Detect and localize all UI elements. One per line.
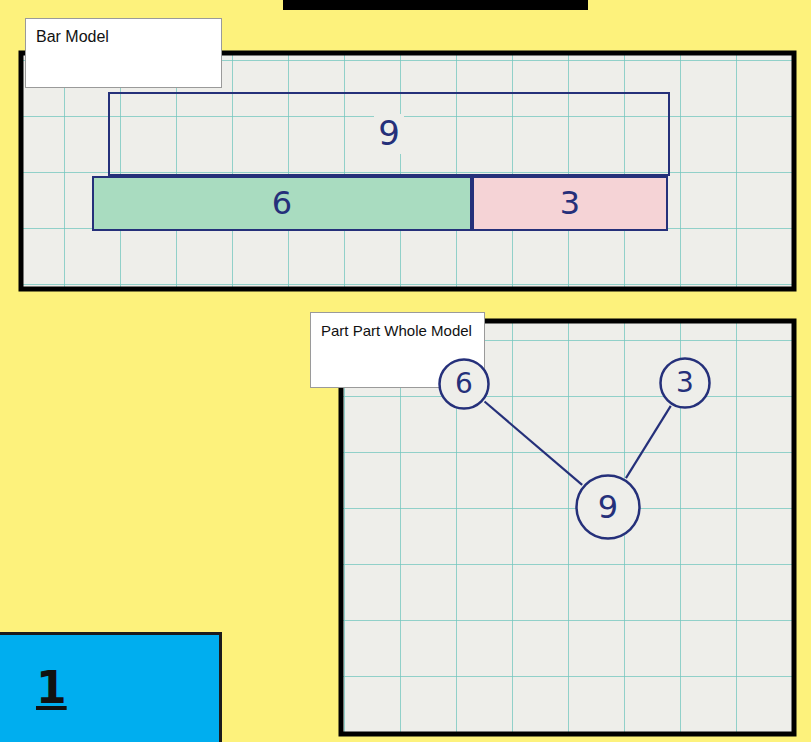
page-number-tab: 1 bbox=[0, 632, 222, 742]
number-value: 6 bbox=[455, 368, 473, 400]
part-whole-link bbox=[626, 406, 671, 478]
page-number: 1 bbox=[36, 663, 67, 714]
number-value: 9 bbox=[374, 114, 404, 153]
part-circle: 9 bbox=[575, 474, 641, 540]
number-value: 6 bbox=[272, 185, 292, 222]
part-circle: 6 bbox=[438, 358, 490, 410]
number-value: 3 bbox=[676, 367, 694, 399]
number-value: 9 bbox=[598, 489, 618, 526]
bar-segment: 6 bbox=[92, 176, 472, 231]
bar-segment: 3 bbox=[472, 176, 668, 231]
part-circle: 3 bbox=[659, 357, 711, 409]
photo-panel bbox=[21, 53, 794, 289]
number-value: 3 bbox=[560, 185, 580, 222]
panel-title: Bar Model bbox=[36, 28, 109, 46]
bar-segment: 9 bbox=[108, 92, 670, 176]
part-whole-link bbox=[485, 402, 583, 485]
panel-title: Part Part Whole Model bbox=[321, 322, 472, 339]
title-label: Bar Model bbox=[25, 18, 222, 88]
top-banner bbox=[283, 0, 588, 10]
